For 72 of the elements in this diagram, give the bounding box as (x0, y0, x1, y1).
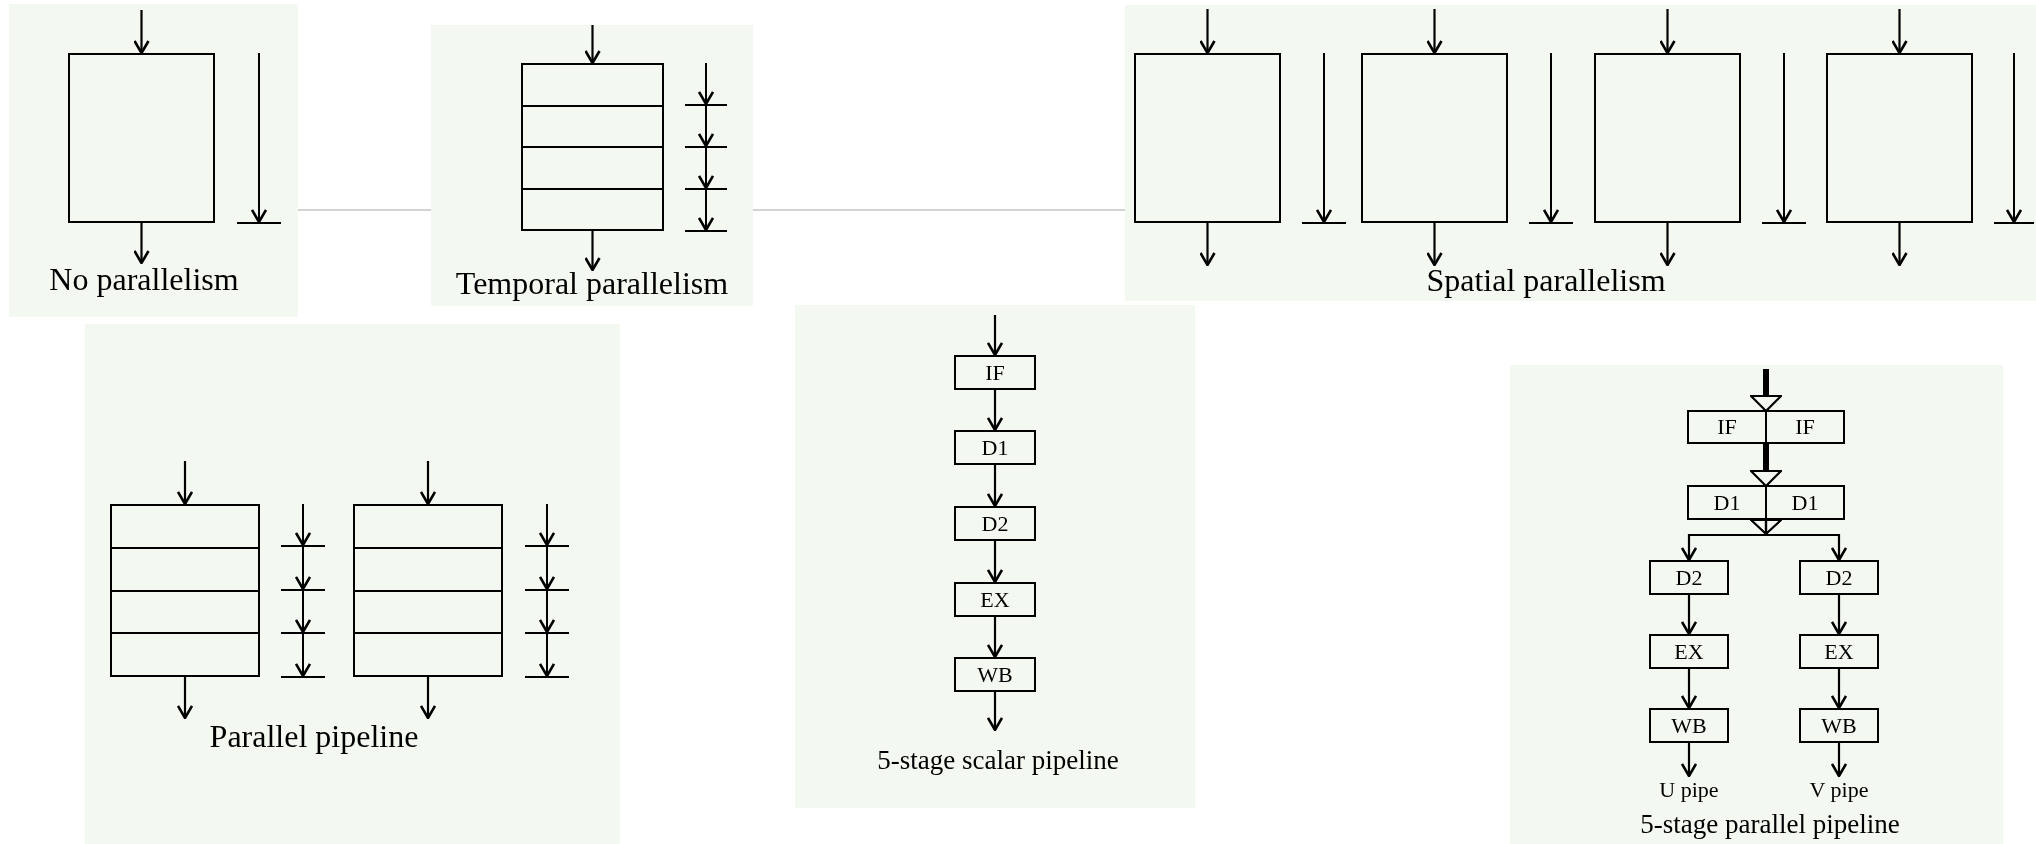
arrow (176, 677, 194, 720)
arrow (1426, 223, 1443, 267)
connector-line (752, 209, 1126, 211)
arrow (1891, 9, 1908, 55)
stage-box: WB (1799, 708, 1879, 743)
arrow (419, 677, 437, 720)
stage-box-pair (1687, 410, 1845, 444)
stage-box: D1 (954, 430, 1036, 465)
pipeline-box (521, 63, 664, 231)
block-arrow (1749, 443, 1783, 488)
process-box (1361, 53, 1508, 223)
stage-box-pair (1687, 485, 1845, 520)
arrow (584, 231, 601, 272)
arrow (1891, 223, 1908, 267)
panel-label: 5-stage scalar pipeline (877, 746, 1119, 774)
arrow (1830, 743, 1848, 778)
arrow (1659, 9, 1676, 55)
block-arrow (1749, 369, 1783, 413)
pipeline-box (353, 504, 503, 677)
panel-label: No parallelism (49, 263, 239, 295)
panel (85, 324, 620, 844)
panel (431, 25, 753, 306)
stage-box: EX (954, 582, 1036, 617)
panel-label: 5-stage parallel pipeline (1640, 810, 1900, 838)
stage-box: D2 (1649, 560, 1729, 595)
arrow (986, 541, 1004, 584)
arrow (1199, 9, 1216, 55)
panel (1125, 5, 2036, 301)
panel (1510, 365, 2003, 844)
process-box (1826, 53, 1973, 223)
stage-label: D1 (1765, 487, 1843, 518)
arrow (133, 223, 150, 265)
arrow (1830, 669, 1848, 710)
arrow (176, 461, 194, 506)
process-box (1134, 53, 1281, 223)
arrow (133, 10, 150, 55)
pipe-label: V pipe (1799, 776, 1879, 804)
arrow (1680, 743, 1698, 778)
stage-label: IF (1765, 412, 1843, 442)
arrow (986, 390, 1004, 432)
panel-label: Parallel pipeline (209, 720, 419, 752)
stage-box: EX (1649, 634, 1729, 669)
arrow (986, 617, 1004, 659)
arrow (986, 692, 1004, 732)
arrow (1659, 223, 1676, 267)
arrow (1426, 9, 1443, 55)
arrow (1199, 223, 1216, 267)
stage-label: IF (1716, 413, 1738, 441)
panel (9, 4, 298, 317)
stage-box: WB (954, 657, 1036, 692)
panel-label: Spatial parallelism (1426, 264, 1666, 296)
arrow (1680, 595, 1698, 636)
arrow (1680, 669, 1698, 710)
panel-label: Temporal parallelism (455, 267, 729, 299)
stage-box: D2 (954, 506, 1036, 541)
arrow (986, 465, 1004, 508)
stage-box: IF (954, 355, 1036, 390)
connector-line (297, 209, 432, 211)
arrow (584, 25, 601, 65)
pipeline-box (110, 504, 260, 677)
stage-box: D2 (1799, 560, 1879, 595)
arrow (1750, 519, 1848, 562)
arrow (419, 461, 437, 506)
arrow (1830, 595, 1848, 636)
pipe-label: U pipe (1649, 776, 1729, 804)
stage-label: D1 (1712, 488, 1742, 517)
stage-box: WB (1649, 708, 1729, 743)
stage-box: EX (1799, 634, 1879, 669)
process-box (1594, 53, 1741, 223)
process-box (68, 53, 215, 223)
arrow (986, 315, 1004, 357)
panel (795, 305, 1195, 808)
